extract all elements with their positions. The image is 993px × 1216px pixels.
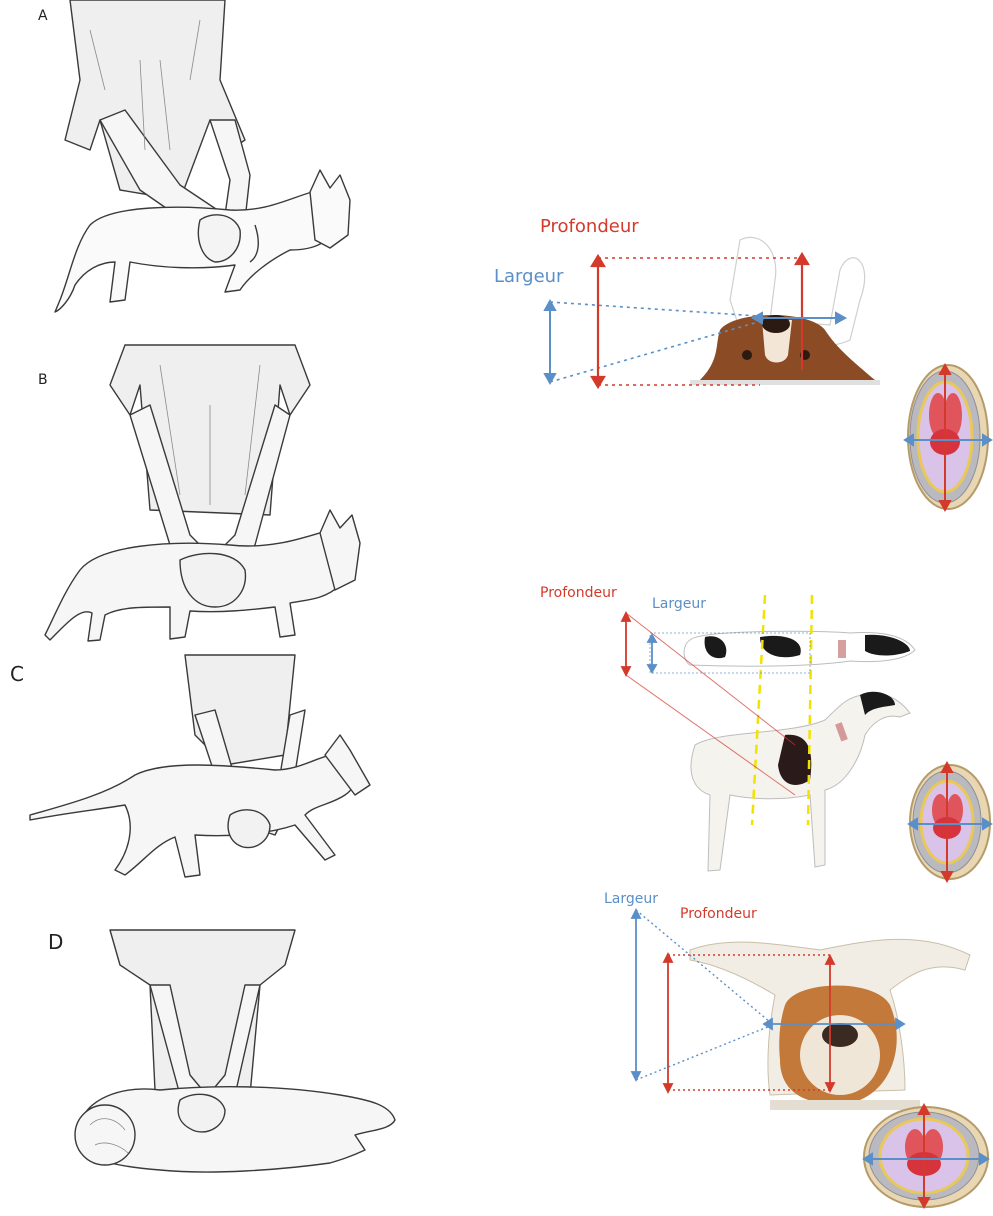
panel-b-illustration bbox=[30, 345, 370, 645]
panel-d-illustration bbox=[60, 925, 410, 1195]
greyhound-depth-width-figure bbox=[610, 595, 920, 885]
thorax-cross-section-2 bbox=[905, 760, 993, 885]
thorax-cross-section-1 bbox=[903, 360, 993, 515]
panel-c-letter: C bbox=[10, 662, 24, 686]
thorax-cross-section-3 bbox=[860, 1102, 992, 1212]
beagle-depth-width-figure bbox=[530, 230, 860, 420]
panel-a-illustration bbox=[30, 0, 360, 325]
panel-c-illustration bbox=[25, 655, 375, 910]
width-label-3: Largeur bbox=[604, 891, 658, 907]
depth-label-2: Profondeur bbox=[540, 585, 617, 601]
bulldog-depth-width-figure bbox=[620, 910, 985, 1125]
